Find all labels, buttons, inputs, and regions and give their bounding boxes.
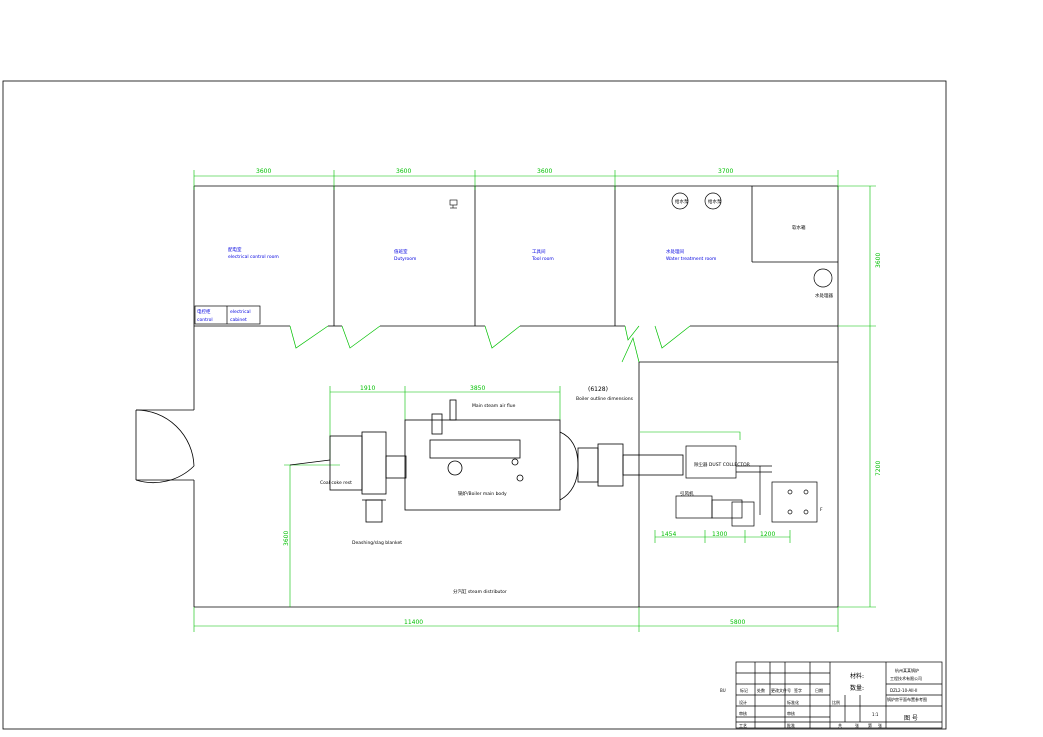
tb-mid-2: 审核 — [787, 710, 795, 716]
room-tool-en: Tool room — [531, 256, 554, 262]
tb-left-3: 工艺 — [739, 723, 747, 728]
tb-scale: 1:1 — [872, 712, 879, 717]
tb-header-4: 签字 — [794, 687, 802, 693]
room-doors — [289, 325, 691, 363]
room-water-cn: 水处理间 — [666, 248, 684, 255]
dust-collector-label: 除尘器 DUST COLLECTOR — [694, 461, 750, 468]
tank-label: 水处理器 — [815, 292, 833, 299]
tb-left-1: 设计 — [739, 699, 747, 705]
boiler-label-deashing: Deashing/slag blanket — [352, 540, 402, 546]
dim-bottom-left: 11400 — [404, 619, 423, 626]
tb-bottom-1: 共 — [838, 722, 842, 728]
steam-distributor-label: 分汽缸 steam distributor — [453, 588, 507, 595]
tb-quantity: 数量: — [850, 684, 864, 692]
building-walls — [135, 185, 839, 608]
dim-right-lower: 7200 — [875, 461, 882, 476]
tb-sheet-label: 图 号 — [904, 715, 918, 722]
tb-company-1: 杭州某某锅炉 — [895, 667, 919, 673]
boiler-label-outline: Boiler outline dimensions — [576, 396, 634, 402]
tb-left-2: 审核 — [739, 710, 747, 716]
boiler-label-body: 锅炉/Boiler main body — [458, 490, 507, 497]
title-block-text: 材料: 数量: 杭州某某锅炉 工程技术有限公司 DZL2-10-AII-II 锅… — [720, 667, 927, 728]
tb-header-2: 处数 — [757, 687, 765, 693]
tb-mid-1: 标准化 — [787, 699, 799, 705]
title-block — [735, 661, 943, 729]
dim-boiler-left: 1910 — [360, 385, 375, 392]
fan-label: 引风机 — [680, 490, 694, 497]
room-tool-cn: 工具间 — [532, 248, 546, 255]
dim-right-upper: 3600 — [875, 253, 882, 268]
tb-bottom-3: 第 — [868, 722, 872, 728]
boiler-assembly — [289, 399, 684, 523]
tb-bottom-4: 张 — [878, 722, 882, 728]
pump-icons — [671, 192, 833, 288]
dim-top-1: 3600 — [256, 168, 271, 175]
room-labels: 配电室 electrical control room 值班室 Dutyroom… — [228, 224, 806, 262]
tb-company-2: 工程技术有限公司 — [890, 675, 922, 681]
room-pump-label: 软水箱 — [792, 224, 806, 231]
right-tag-label: F — [820, 507, 823, 513]
dim-boiler-total: (6128) — [588, 386, 608, 393]
tb-left-tag: BU — [720, 688, 726, 693]
dim-top-2: 3600 — [396, 168, 411, 175]
dim-equip-1: 1454 — [661, 531, 676, 538]
dim-left-vertical: 3600 — [283, 531, 290, 546]
cabinet-cn-left: 电控柜 — [197, 308, 211, 315]
tb-bottom-2: 张 — [855, 722, 859, 728]
cabinet-cn-right: electrical — [230, 309, 251, 315]
cabinet-en-left: control — [197, 317, 213, 323]
pump-label-1: 给水泵 — [675, 198, 689, 205]
tb-header-5: 日期 — [815, 687, 823, 693]
tb-header-3: 更改文件号 — [771, 687, 791, 693]
cabinet-en-right: cabinet — [230, 317, 247, 323]
room-electrical-cn: 配电室 — [228, 246, 242, 253]
tb-scale-label: 比例 — [832, 699, 840, 705]
tb-header-1: 标记 — [740, 687, 748, 693]
room-duty-cn: 值班室 — [394, 248, 408, 255]
boiler-label-main-air: Main steam air flue — [472, 403, 516, 409]
electrical-cabinet: 电控柜 control electrical cabinet — [194, 305, 261, 325]
dimension-lines — [193, 170, 876, 632]
boiler-label-coal: Coal coke rest — [320, 480, 352, 486]
dim-bottom-right: 5800 — [730, 619, 745, 626]
tb-mid-3: 批准 — [787, 722, 795, 728]
tb-drawing-no: DZL2-10-AII-II — [890, 688, 917, 693]
pump-label-2: 给水泵 — [708, 198, 722, 205]
dimension-texts: 3600 3600 3600 3700 3600 7200 11400 5800… — [256, 168, 882, 626]
tb-drawing-title: 锅炉房平面布置参考图 — [887, 696, 927, 702]
dust-collector-assembly — [675, 445, 818, 527]
room-water-en: Water treatment room — [666, 256, 716, 262]
monitor-icon — [449, 199, 458, 209]
room-electrical-en: electrical control room — [228, 254, 279, 260]
dim-equip-3: 1200 — [760, 531, 775, 538]
dim-boiler-main: 3850 — [470, 385, 485, 392]
dim-equip-2: 1300 — [712, 531, 727, 538]
dim-top-4: 3700 — [718, 168, 733, 175]
room-duty-en: Dutyroom — [394, 256, 416, 262]
tb-material: 材料: — [850, 672, 864, 680]
drawing-frame — [2, 80, 947, 730]
dim-top-3: 3600 — [537, 168, 552, 175]
